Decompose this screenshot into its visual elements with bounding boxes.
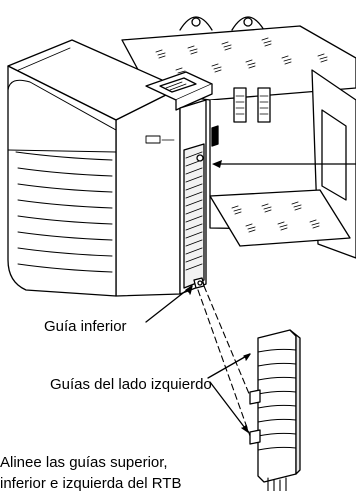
housing-vent-ribs — [15, 151, 113, 273]
left-guides-label: Guías del lado izquierdo — [50, 376, 212, 393]
alignment-instruction: Alinee las guías superior, inferior e iz… — [0, 452, 181, 494]
alignment-dashes — [197, 285, 251, 437]
terminal-connector — [179, 99, 219, 295]
removable-terminal-block — [249, 329, 301, 492]
alignment-instruction-line-1: Alinee las guías superior, — [0, 454, 168, 471]
bottom-guide-label: Guía inferior — [44, 318, 127, 335]
module-housing — [7, 39, 181, 297]
label-leaders — [145, 285, 251, 433]
locking-latch — [145, 71, 213, 111]
alignment-instruction-line-2: inferior e izquierda del RTB — [0, 475, 182, 492]
